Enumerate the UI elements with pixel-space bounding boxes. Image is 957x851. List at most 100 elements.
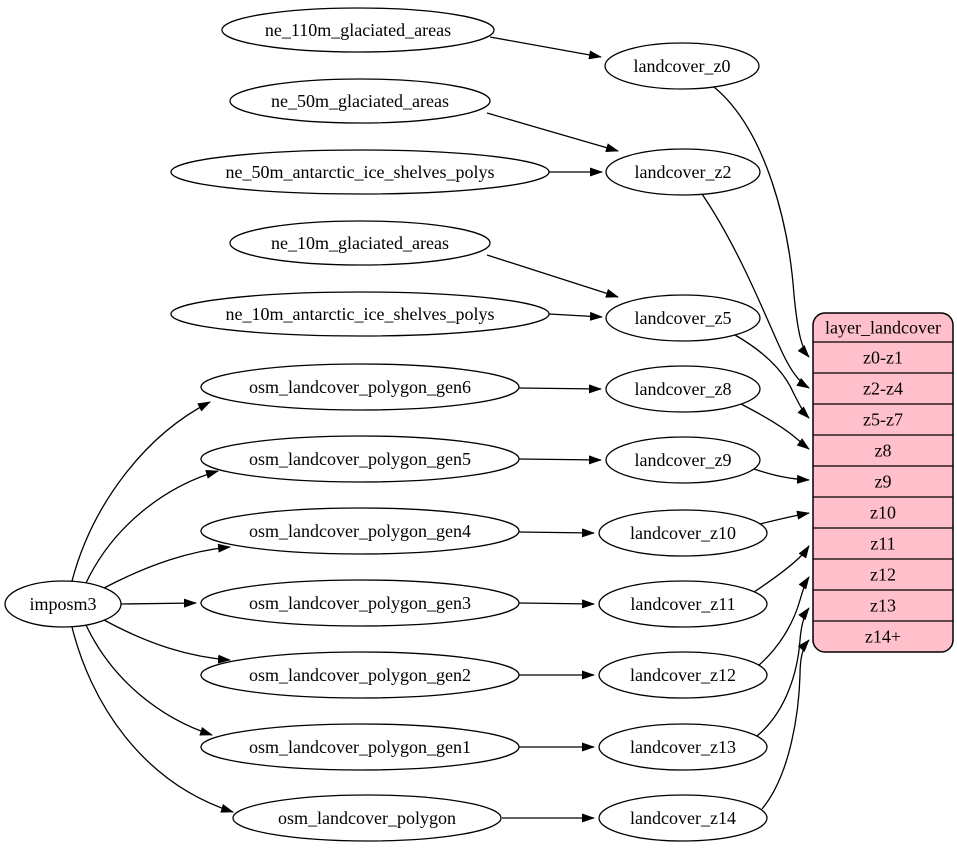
node-ellipse-osm_landcover_polygon_gen6: [200, 363, 520, 411]
edge-imposm3-to-osm_landcover_polygon_gen1: [85, 624, 213, 736]
edge-imposm3-to-osm_landcover_polygon: [71, 626, 234, 813]
node-landcover_z12: landcover_z12: [598, 651, 768, 699]
node-label-ne_50m_antarctic_ice_shelves_polys: ne_50m_antarctic_ice_shelves_polys: [226, 162, 495, 182]
edge-ne_10m_antarctic_ice_shelves_polys-to-landcover_z5: [548, 311, 603, 321]
edge-landcover_z0-to-layer_landcover.z0-z1: [713, 86, 810, 358]
edge-ne_110m_glaciated_areas-to-landcover_z0: [489, 36, 602, 60]
edge-landcover_z10-to-layer_landcover.z10: [759, 510, 810, 525]
node-ellipse-ne_50m_glaciated_areas: [229, 78, 491, 124]
node-ellipse-landcover_z5: [605, 294, 761, 342]
table-row-z5-z7: z5-z7: [863, 410, 903, 430]
table-row-z11: z11: [870, 534, 895, 554]
table-row-z8: z8: [875, 441, 892, 461]
node-ellipse-landcover_z12: [598, 651, 768, 699]
node-landcover_z14: landcover_z14: [598, 794, 768, 842]
node-landcover_z2: landcover_z2: [605, 148, 761, 196]
node-osm_landcover_polygon_gen2: osm_landcover_polygon_gen2: [200, 651, 520, 699]
table-layer_landcover: [812, 312, 954, 653]
table-row-z12: z12: [870, 565, 896, 585]
nodes-layer: imposm3 ne_110m_glaciated_areas ne_50m_gla…: [4, 7, 768, 842]
node-ellipse-osm_landcover_polygon_gen1: [200, 723, 520, 771]
node-label-osm_landcover_polygon_gen4: osm_landcover_polygon_gen4: [249, 521, 471, 541]
edge-landcover_z12-to-layer_landcover.z12: [758, 576, 810, 666]
table-row-z9: z9: [875, 472, 892, 492]
node-label-landcover_z12: landcover_z12: [630, 665, 736, 685]
edge-landcover_z5-to-layer_landcover.z5-z7: [734, 334, 810, 419]
edge-osm_landcover_polygon_gen6-to-landcover_z8: [518, 384, 602, 394]
node-ne_10m_glaciated_areas: ne_10m_glaciated_areas: [229, 220, 491, 266]
table-row-z2-z4: z2-z4: [863, 379, 903, 399]
node-osm_landcover_polygon_gen1: osm_landcover_polygon_gen1: [200, 723, 520, 771]
node-landcover_z9: landcover_z9: [605, 436, 761, 484]
node-ne_50m_glaciated_areas: ne_50m_glaciated_areas: [229, 78, 491, 124]
node-landcover_z0: landcover_z0: [604, 42, 760, 90]
node-ellipse-landcover_z10: [598, 509, 768, 557]
node-label-landcover_z5: landcover_z5: [635, 308, 732, 328]
edge-imposm3-to-osm_landcover_polygon_gen6: [71, 401, 211, 582]
node-ellipse-landcover_z8: [605, 365, 761, 413]
edge-imposm3-to-osm_landcover_polygon_gen3: [120, 598, 197, 608]
node-landcover_z8: landcover_z8: [605, 365, 761, 413]
node-ellipse-imposm3: [4, 580, 122, 628]
node-label-landcover_z10: landcover_z10: [630, 523, 736, 543]
table-row-z13: z13: [870, 596, 896, 616]
node-landcover_z5: landcover_z5: [605, 294, 761, 342]
node-label-imposm3: imposm3: [29, 594, 96, 614]
node-ellipse-osm_landcover_polygon: [232, 794, 502, 842]
node-osm_landcover_polygon_gen4: osm_landcover_polygon_gen4: [200, 507, 520, 555]
table-row-z10: z10: [870, 503, 896, 523]
node-ellipse-ne_50m_antarctic_ice_shelves_polys: [170, 149, 550, 195]
node-osm_landcover_polygon_gen3: osm_landcover_polygon_gen3: [200, 579, 520, 627]
node-ellipse-osm_landcover_polygon_gen2: [200, 651, 520, 699]
node-imposm3: imposm3: [4, 580, 122, 628]
edge-osm_landcover_polygon_gen5-to-landcover_z9: [518, 455, 602, 465]
node-label-osm_landcover_polygon_gen5: osm_landcover_polygon_gen5: [249, 449, 471, 469]
node-ellipse-osm_landcover_polygon_gen4: [200, 507, 520, 555]
node-ellipse-ne_110m_glaciated_areas: [221, 7, 495, 53]
node-osm_landcover_polygon_gen6: osm_landcover_polygon_gen6: [200, 363, 520, 411]
node-ne_110m_glaciated_areas: ne_110m_glaciated_areas: [221, 7, 495, 53]
table-layer: layer_landcover z0-z1 z2-z4 z5-z7 z8 z9 z10 z11…: [812, 312, 954, 653]
node-label-landcover_z13: landcover_z13: [630, 737, 736, 757]
node-ellipse-osm_landcover_polygon_gen5: [200, 435, 520, 483]
node-label-osm_landcover_polygon_gen3: osm_landcover_polygon_gen3: [249, 593, 471, 613]
edge-landcover_z9-to-layer_landcover.z9: [753, 468, 810, 484]
edges-layer: [71, 36, 810, 823]
node-ne_50m_antarctic_ice_shelves_polys: ne_50m_antarctic_ice_shelves_polys: [170, 149, 550, 195]
node-ellipse-ne_10m_antarctic_ice_shelves_polys: [170, 291, 550, 337]
edge-osm_landcover_polygon_gen3-to-landcover_z11: [518, 599, 595, 609]
node-label-landcover_z8: landcover_z8: [635, 379, 732, 399]
node-ellipse-landcover_z14: [598, 794, 768, 842]
node-landcover_z10: landcover_z10: [598, 509, 768, 557]
edge-landcover_z11-to-layer_landcover.z11: [753, 545, 810, 593]
node-label-ne_10m_antarctic_ice_shelves_polys: ne_10m_antarctic_ice_shelves_polys: [226, 304, 495, 324]
table-row-z14+: z14+: [865, 627, 901, 647]
node-label-landcover_z9: landcover_z9: [635, 450, 732, 470]
edge-osm_landcover_polygon_gen4-to-landcover_z10: [518, 528, 595, 538]
node-landcover_z11: landcover_z11: [598, 580, 768, 628]
edge-imposm3-to-osm_landcover_polygon_gen2: [103, 619, 231, 664]
node-label-landcover_z14: landcover_z14: [630, 808, 736, 828]
edge-landcover_z8-to-layer_landcover.z8: [740, 403, 810, 450]
node-ellipse-osm_landcover_polygon_gen3: [200, 579, 520, 627]
edge-ne_50m_glaciated_areas-to-landcover_z2: [486, 112, 619, 152]
node-label-osm_landcover_polygon: osm_landcover_polygon: [278, 808, 456, 828]
node-osm_landcover_polygon: osm_landcover_polygon: [232, 794, 502, 842]
node-label-osm_landcover_polygon_gen6: osm_landcover_polygon_gen6: [249, 377, 471, 397]
node-label-ne_10m_glaciated_areas: ne_10m_glaciated_areas: [271, 233, 449, 253]
node-ellipse-landcover_z0: [604, 42, 760, 90]
node-ellipse-landcover_z9: [605, 436, 761, 484]
node-landcover_z13: landcover_z13: [598, 723, 768, 771]
node-ne_10m_antarctic_ice_shelves_polys: ne_10m_antarctic_ice_shelves_polys: [170, 291, 550, 337]
node-label-landcover_z11: landcover_z11: [630, 594, 735, 614]
node-label-osm_landcover_polygon_gen2: osm_landcover_polygon_gen2: [249, 665, 471, 685]
table-title-layer_landcover: layer_landcover: [825, 318, 941, 338]
edge-imposm3-to-osm_landcover_polygon_gen5: [85, 470, 219, 584]
edge-landcover_z2-to-layer_landcover.z2-z4: [701, 193, 810, 389]
edge-landcover_z14-to-layer_landcover.z14+: [761, 639, 810, 810]
table-row-z0-z1: z0-z1: [863, 348, 903, 368]
edge-imposm3-to-osm_landcover_polygon_gen4: [103, 543, 231, 589]
node-ellipse-landcover_z13: [598, 723, 768, 771]
